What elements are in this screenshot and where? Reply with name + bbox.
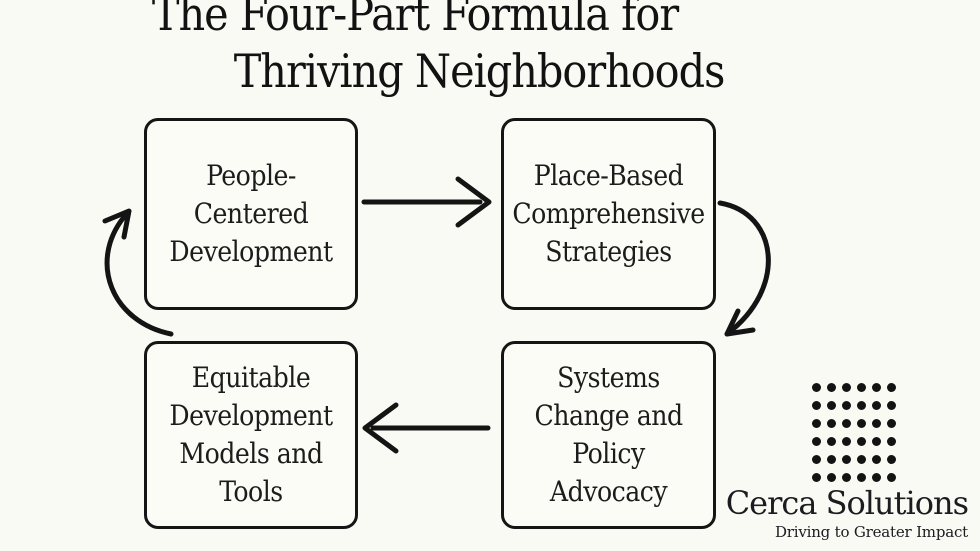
title-line-1: The Four-Part Formula for: [151, 0, 679, 41]
logo-dot: [812, 437, 821, 446]
logo-dot: [887, 419, 896, 428]
logo-dot: [812, 383, 821, 392]
title-line-2: Thriving Neighborhoods: [233, 44, 726, 98]
logo-dot: [872, 437, 881, 446]
logo-dot: [812, 401, 821, 410]
logo-dot: [827, 383, 836, 392]
logo-dot: [842, 419, 851, 428]
logo-dot: [857, 383, 866, 392]
logo-dot: [887, 437, 896, 446]
company-tagline: Driving to Greater Impact: [774, 523, 968, 541]
curved-arrow-up-left-icon: [102, 208, 174, 337]
logo-dot: [842, 473, 851, 482]
logo-dot: [842, 401, 851, 410]
logo-dot: [857, 455, 866, 464]
logo-dot: [857, 419, 866, 428]
box-equitable-development-models-and-tools: Equitable Development Models and Tools: [144, 341, 358, 529]
box-place-based-comprehensive-strategies: Place-Based Comprehensive Strategies: [501, 118, 716, 310]
logo-dot: [857, 437, 866, 446]
logo-dot: [857, 473, 866, 482]
logo-dot: [812, 473, 821, 482]
logo-dot: [812, 455, 821, 464]
logo-dot: [872, 473, 881, 482]
logo-dot: [857, 401, 866, 410]
box-people-centered-development: People- Centered Development: [144, 118, 358, 310]
logo-dot: [827, 473, 836, 482]
logo-dot: [842, 455, 851, 464]
box-label: Equitable Development Models and Tools: [169, 361, 333, 508]
logo-dot: [887, 383, 896, 392]
logo-dot: [812, 419, 821, 428]
logo-dot: [827, 437, 836, 446]
logo-dot: [827, 419, 836, 428]
logo-dot: [872, 455, 881, 464]
box-label: People- Centered Development: [169, 159, 333, 268]
logo-dot: [827, 401, 836, 410]
curved-arrow-down-right-icon: [717, 200, 771, 337]
logo-dot: [842, 437, 851, 446]
logo-dot: [887, 473, 896, 482]
box-label: Place-Based Comprehensive Strategies: [512, 159, 705, 268]
box-systems-change-and-policy-advocacy: Systems Change and Policy Advocacy: [501, 341, 716, 529]
box-label: Systems Change and Policy Advocacy: [534, 361, 683, 508]
branding-block: Cerca Solutions Driving to Greater Impac…: [725, 484, 969, 542]
company-name: Cerca Solutions: [725, 484, 969, 522]
logo-dot: [887, 455, 896, 464]
dot-grid-logo-icon: [812, 383, 896, 482]
arrow-left-icon: [362, 402, 491, 454]
arrow-right-icon: [361, 176, 492, 228]
logo-dot: [887, 401, 896, 410]
logo-dot: [842, 383, 851, 392]
logo-dot: [827, 455, 836, 464]
logo-dot: [872, 419, 881, 428]
page-title: The Four-Part Formula for Thriving Neigh…: [0, 0, 830, 100]
logo-dot: [872, 401, 881, 410]
logo-dot: [872, 383, 881, 392]
